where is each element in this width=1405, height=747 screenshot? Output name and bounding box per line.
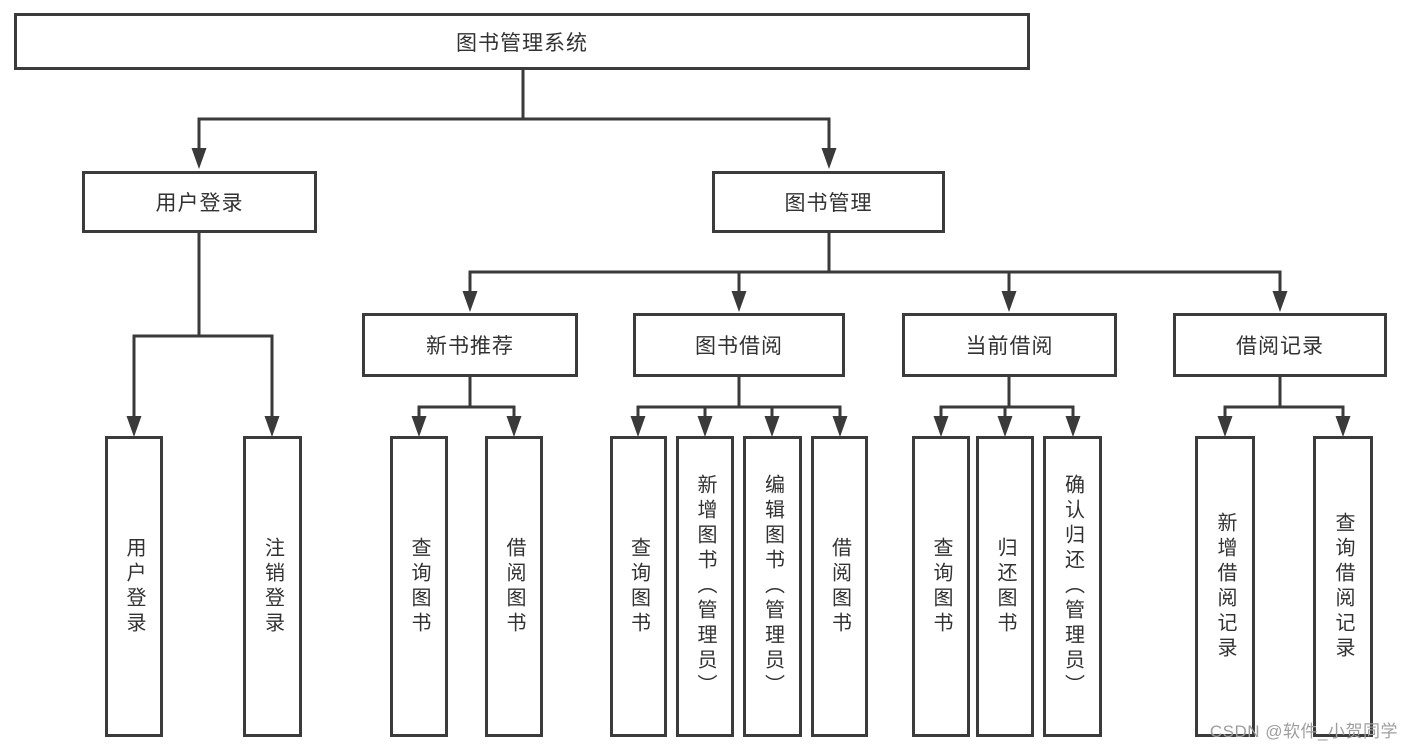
node-label: 归还图书	[994, 536, 1016, 637]
leaf-borrow-add-books-admin: 新增图书（管理员）	[676, 436, 734, 737]
leaf-current-return-books: 归还图书	[976, 436, 1034, 737]
leaf-user-login: 用户登录	[105, 436, 163, 737]
connector-current-borrowing	[933, 377, 1081, 437]
leaf-records-add-record: 新增借阅记录	[1195, 436, 1255, 737]
connector-book-management	[462, 233, 1288, 312]
node-label: 查询借阅记录	[1332, 511, 1354, 662]
node-label: 查询图书	[627, 536, 650, 637]
node-label: 借阅图书	[828, 536, 851, 637]
leaf-logout: 注销登录	[243, 436, 302, 737]
node-label: 借阅图书	[503, 536, 525, 637]
node-label: 用户登录	[155, 192, 244, 215]
node-label: 新书推荐	[426, 335, 514, 358]
node-label: 新增借阅记录	[1214, 511, 1236, 662]
node-label: 借阅记录	[1236, 335, 1324, 358]
node-label: 查询图书	[930, 536, 952, 637]
node-new-book-recommend: 新书推荐	[362, 313, 578, 377]
node-label: 当前借阅	[965, 335, 1054, 358]
node-current-borrowing: 当前借阅	[902, 313, 1117, 377]
node-label: 编辑图书（管理员）	[761, 474, 784, 699]
leaf-borrow-query-books: 查询图书	[610, 436, 667, 737]
csdn-watermark: CSDN @软件_小贺同学	[1209, 722, 1398, 741]
node-user-login: 用户登录	[82, 171, 317, 233]
node-book-borrowing: 图书借阅	[633, 313, 845, 377]
leaf-newbook-borrow-books: 借阅图书	[485, 436, 543, 737]
leaf-records-query-record: 查询借阅记录	[1313, 436, 1373, 737]
node-label: 新增图书（管理员）	[694, 474, 716, 699]
node-label: 图书借阅	[695, 335, 783, 358]
leaf-borrow-borrow-books: 借阅图书	[811, 436, 868, 737]
node-label: 图书管理系统	[456, 31, 588, 55]
leaf-borrow-edit-books-admin: 编辑图书（管理员）	[743, 436, 802, 737]
node-label: 注销登录	[261, 536, 284, 637]
connector-root	[191, 69, 837, 169]
connector-user-login	[126, 233, 280, 437]
leaf-current-confirm-return-admin: 确认归还（管理员）	[1043, 436, 1102, 737]
leaf-current-query-books: 查询图书	[912, 436, 970, 737]
node-label: 图书管理	[784, 192, 873, 215]
connector-new-book-recommend	[411, 377, 522, 437]
node-library-management-system: 图书管理系统	[14, 13, 1030, 70]
node-book-management: 图书管理	[712, 171, 945, 233]
connector-borrowing-records	[1217, 377, 1351, 437]
leaf-newbook-query-books: 查询图书	[390, 436, 448, 737]
node-borrowing-records: 借阅记录	[1173, 313, 1387, 377]
node-label: 用户登录	[123, 536, 145, 637]
node-label: 确认归还（管理员）	[1061, 474, 1084, 699]
node-label: 查询图书	[408, 536, 430, 637]
connector-book-borrowing	[630, 377, 848, 437]
